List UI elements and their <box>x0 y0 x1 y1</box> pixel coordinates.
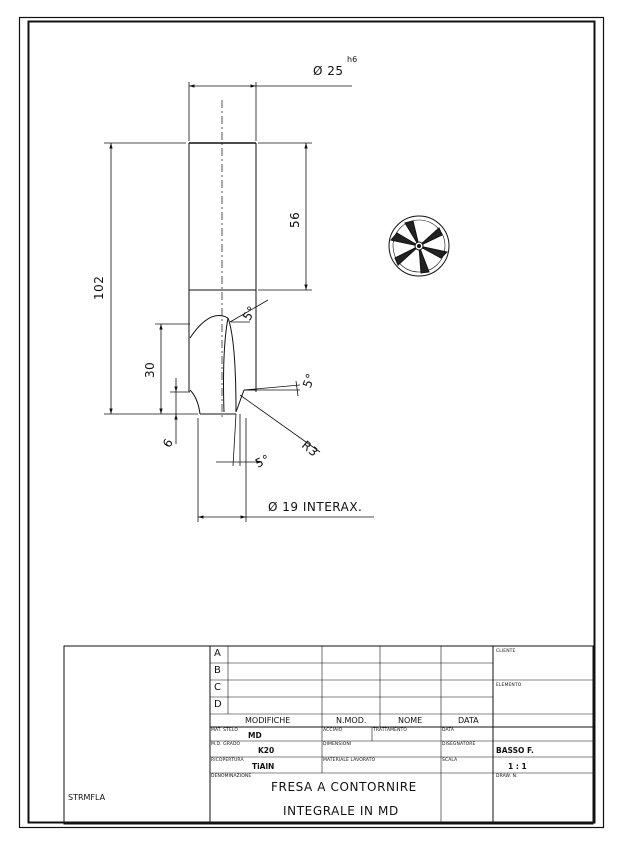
label-cliente: CLIENTE <box>496 649 516 654</box>
dim-angle-top <box>229 299 269 323</box>
tool-side-view <box>188 100 257 418</box>
dim-tip-length <box>170 378 190 444</box>
drawing-code: STRMFLA <box>68 793 106 802</box>
dim-angle-side <box>243 380 301 397</box>
inner-border <box>27 20 596 824</box>
tolerance-label: h6 <box>347 55 358 64</box>
dim-diameter <box>188 82 352 141</box>
rev-row-d: D <box>214 699 222 710</box>
value-disegnatore: BASSO F. <box>496 746 534 755</box>
shank-length-label: 56 <box>288 211 302 228</box>
rev-row-c: C <box>214 682 221 693</box>
drawing-title-line-1: FRESA A CONTORNIRE <box>271 780 417 794</box>
header-nome: NOME <box>398 716 423 725</box>
diameter-label: Ø 25 <box>313 64 344 78</box>
rev-row-b: B <box>214 665 221 676</box>
cut-length-label: 30 <box>143 361 157 378</box>
header-modifiche: MODIFICHE <box>245 716 291 725</box>
label-materiale: MATERIALE LAVORATO <box>323 758 376 763</box>
dim-cut-length <box>155 323 190 414</box>
label-elemento: ELEMENTO <box>496 683 522 688</box>
label-denominazione: DENOMINAZIONE <box>211 774 252 779</box>
outer-border <box>18 16 605 829</box>
rev-row-a: A <box>214 648 221 659</box>
dim-total-length <box>104 142 198 415</box>
dim-shank-length <box>258 142 312 291</box>
label-acciaio: ACCIAIO <box>323 728 343 733</box>
label-mat-stelo: MAT. STELO <box>211 728 239 733</box>
value-mat-stelo: MD <box>248 731 262 740</box>
dim-center-distance <box>197 418 374 522</box>
label-dimensioni: DIMENSIONI <box>323 742 352 747</box>
label-ricopertura: RICOPERTURA <box>211 758 244 763</box>
title-block <box>63 645 594 825</box>
drawing-title-line-2: INTEGRALE IN MD <box>283 804 399 818</box>
tool-end-view <box>388 215 450 277</box>
label-draw-n: DRAW. N. <box>496 774 518 779</box>
label-scala: SCALA <box>442 758 458 763</box>
header-data: DATA <box>458 716 479 725</box>
label-data: DATA <box>442 728 454 733</box>
value-ricopertura: TiAlN <box>252 762 275 771</box>
value-md-grado: K20 <box>258 746 275 755</box>
header-nmod: N.MOD. <box>336 716 367 725</box>
dim-radius <box>216 394 321 467</box>
value-scala: 1 : 1 <box>508 762 527 771</box>
label-disegnatore: DISEGNATORE <box>442 742 476 747</box>
label-trattamento: TRATTAMENTO <box>373 728 408 733</box>
label-md-grado: M.D. GRADO <box>211 742 241 747</box>
center-distance-label: Ø 19 INTERAX. <box>268 500 363 514</box>
total-length-label: 102 <box>92 275 106 300</box>
